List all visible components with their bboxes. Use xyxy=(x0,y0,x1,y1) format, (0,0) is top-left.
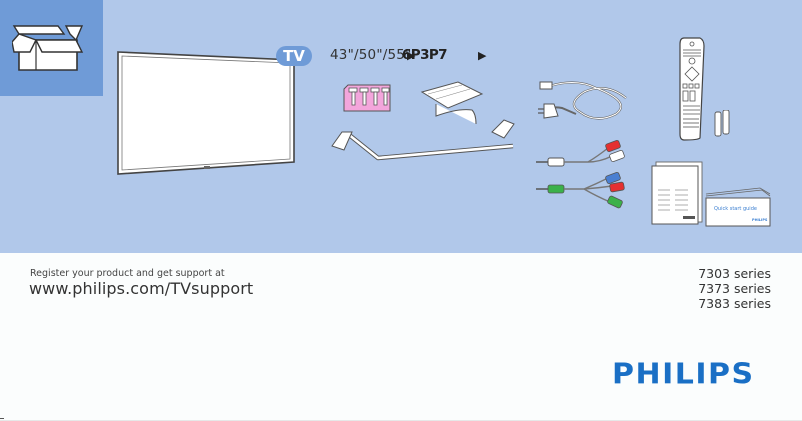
leaflets-icon xyxy=(651,161,703,225)
series-item: 7303 series xyxy=(698,266,771,281)
stand-icon xyxy=(331,119,515,161)
register-text: Register your product and get support at xyxy=(30,268,225,279)
remote-control-icon xyxy=(679,37,705,141)
tv-badge: TV xyxy=(276,46,312,66)
screen-sizes: 43"/50"/55" xyxy=(330,47,412,63)
arrow-icon: ▶ xyxy=(407,49,416,62)
av-cable-icon xyxy=(536,140,625,167)
batteries-icon xyxy=(714,110,730,137)
svg-text:Quick start guide: Quick start guide xyxy=(714,206,757,212)
screws-icon xyxy=(343,84,391,112)
page-mark xyxy=(0,418,4,419)
tv-icon xyxy=(117,51,295,175)
box-icon xyxy=(12,25,84,71)
component-cable-icon xyxy=(536,172,625,209)
series-item: 7373 series xyxy=(698,281,771,296)
box-panel xyxy=(0,0,103,96)
cable-tie-icon xyxy=(420,81,484,125)
arrow-icon: ▶ xyxy=(478,49,487,62)
philips-logo: PHILIPS xyxy=(612,357,755,392)
series-list: 7303 series 7373 series 7383 series xyxy=(698,266,771,311)
series-item: 7383 series xyxy=(698,296,771,311)
support-url[interactable]: www.philips.com/TVsupport xyxy=(29,279,254,298)
power-cord-icon xyxy=(538,81,627,120)
quick-start-guide-icon: Quick start guide PHILIPS xyxy=(705,187,771,227)
svg-text:PHILIPS: PHILIPS xyxy=(752,218,768,222)
model-number: 6P3P7 xyxy=(402,47,448,63)
